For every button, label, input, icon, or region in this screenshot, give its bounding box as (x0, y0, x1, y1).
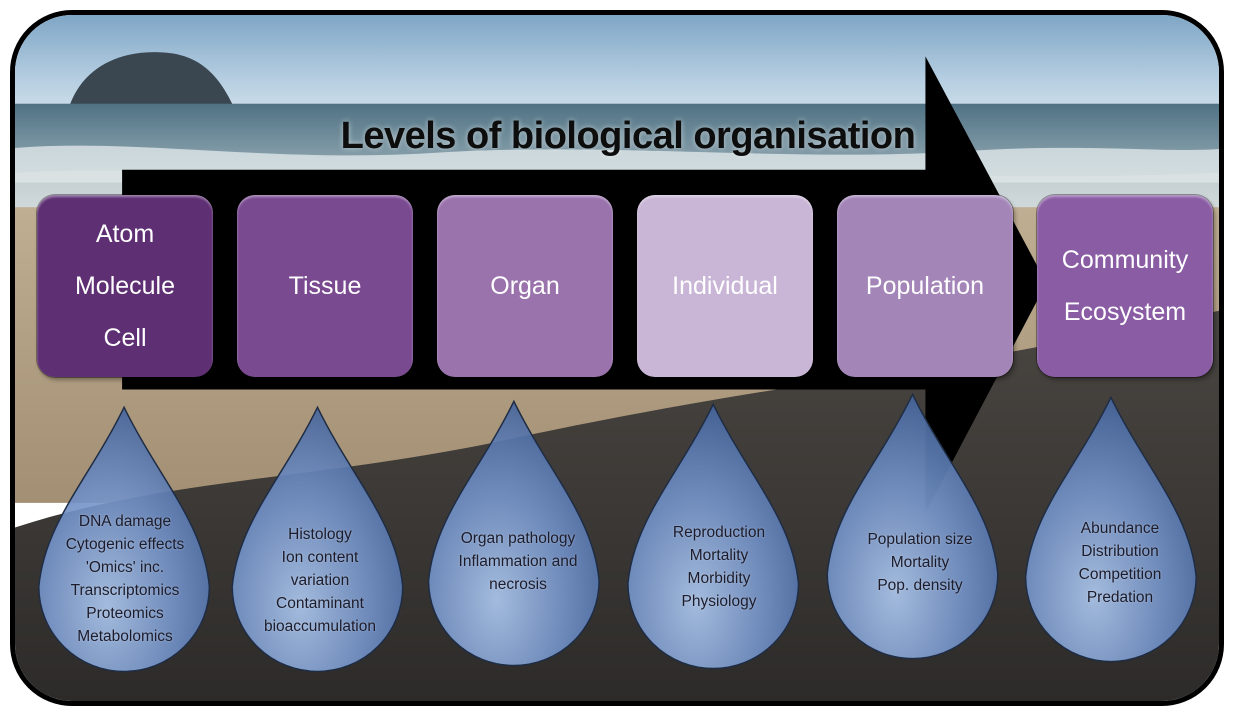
drop-shape-1 (38, 405, 211, 673)
level-label: Tissue (288, 272, 362, 300)
rounded-frame: Levels of biological organisation Atom M… (10, 10, 1224, 706)
level-label: Population (865, 272, 985, 300)
drop-text-atom-molecule-cell: DNA damage Cytogenic effects 'Omics' inc… (65, 513, 185, 645)
level-box-atom-molecule-cell: Atom Molecule Cell (37, 195, 213, 377)
drop-shape-3 (427, 399, 600, 667)
drop-shape-4 (627, 402, 800, 670)
drop-shape-6 (1024, 395, 1197, 663)
level-box-community-ecosystem: Community Ecosystem (1037, 195, 1213, 377)
level-box-tissue: Tissue (237, 195, 413, 377)
diagram-title: Levels of biological organisation (340, 115, 916, 157)
drop-shape-5 (826, 392, 999, 660)
drops-layer (38, 392, 1197, 673)
level-label: Community Ecosystem (1061, 246, 1189, 326)
drop-text-community-ecosystem: Abundance Distribution Competition Preda… (1078, 520, 1162, 606)
drop-text-population: Population size Mortality Pop. density (867, 531, 973, 594)
drop-text-tissue: Histology Ion content variation Contamin… (263, 526, 376, 635)
level-label: Organ (490, 272, 560, 300)
level-label: Individual (672, 272, 778, 300)
drop-text-organ: Organ pathology Inflammation and necrosi… (458, 530, 578, 593)
beach-background (15, 15, 1219, 701)
drop-shape-2 (231, 405, 404, 673)
level-box-individual: Individual (637, 195, 813, 377)
rock-headland (69, 52, 234, 106)
level-box-population: Population (837, 195, 1013, 377)
level-label: Atom Molecule Cell (74, 220, 176, 352)
drop-text-individual: Reproduction Mortality Morbidity Physiol… (672, 524, 766, 610)
level-box-organ: Organ (437, 195, 613, 377)
